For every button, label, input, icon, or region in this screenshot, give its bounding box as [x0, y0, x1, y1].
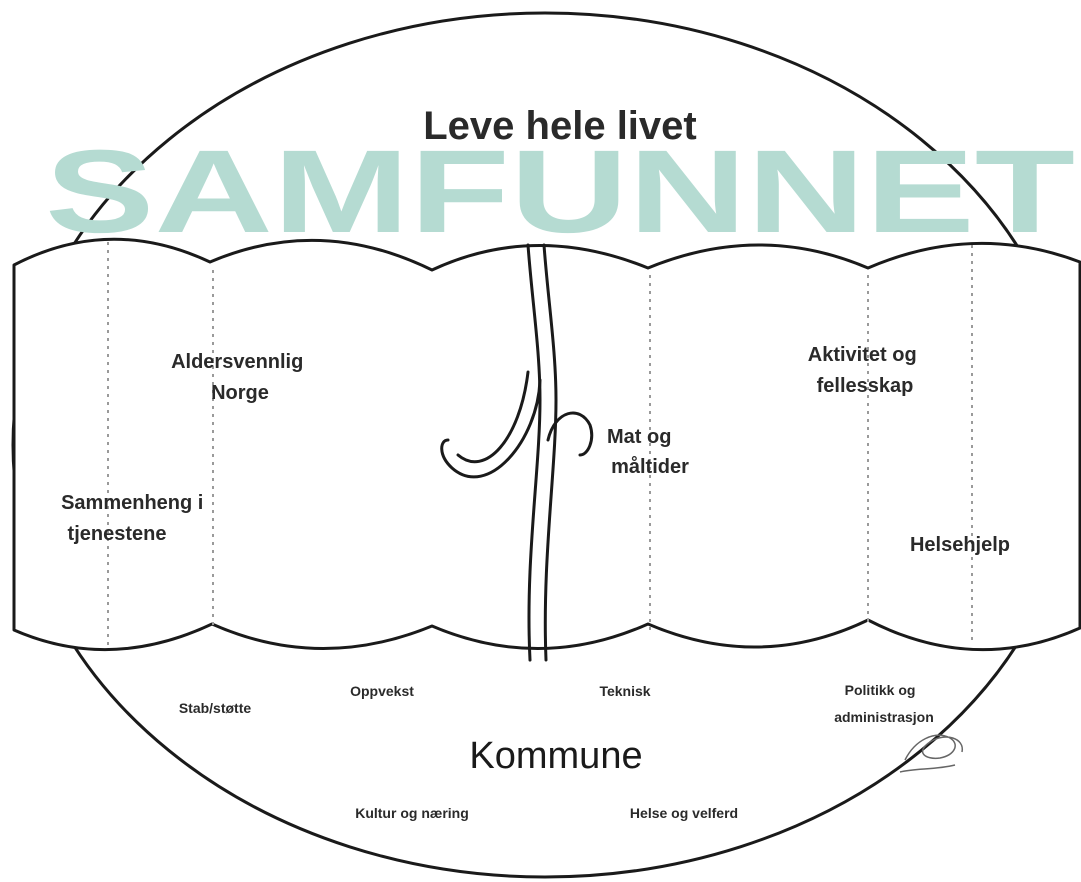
area-sammenheng-line-1: Sammenheng i	[61, 492, 203, 514]
area-mat-line-2: måltider	[611, 455, 689, 478]
area-sammenheng-line-2: tjenestene	[68, 523, 167, 545]
sector-helse: Helse og velferd	[630, 805, 738, 821]
area-mat-line-1: Mat og	[607, 426, 671, 448]
sector-oppvekst: Oppvekst	[350, 683, 414, 699]
sector-stab: Stab/støtte	[179, 700, 252, 716]
area-aldersvennlig-line-1: Aldersvennlig	[171, 351, 303, 373]
area-helsehjelp: Helsehjelp	[910, 534, 1010, 556]
area-aktivitet-line-2: fellesskap	[817, 375, 914, 397]
sector-kultur: Kultur og næring	[355, 805, 469, 821]
top-title: Leve hele livet	[423, 104, 696, 148]
area-aldersvennlig-line-2: Norge	[211, 382, 269, 404]
area-aktivitet-line-1: Aktivitet og	[808, 344, 917, 366]
sector-politikk-line-1: Politikk og	[845, 682, 916, 698]
kommune-title: Kommune	[469, 735, 642, 777]
sector-politikk-line-2: administrasjon	[834, 709, 934, 725]
sector-teknisk: Teknisk	[599, 683, 650, 699]
